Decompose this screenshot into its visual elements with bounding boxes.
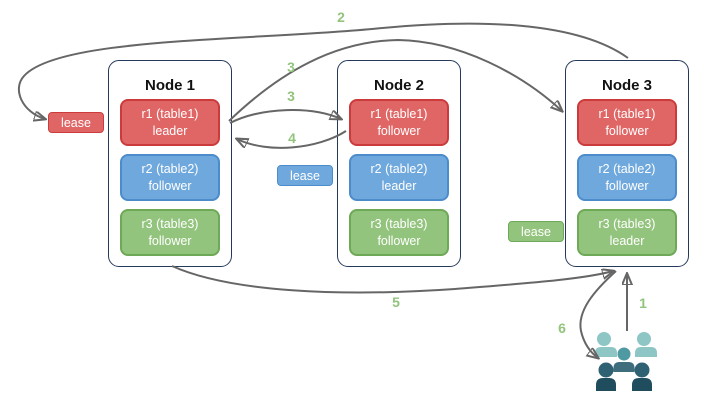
lease-badge-table1: lease xyxy=(48,112,104,133)
replica-role: follower xyxy=(605,178,649,193)
replica-name: r3 (table3) xyxy=(141,217,199,231)
replica-role: leader xyxy=(609,233,645,248)
node-1-replica-r3: r3 (table3) follower xyxy=(120,209,220,256)
step-label-2: 2 xyxy=(337,9,345,25)
replica-role: follower xyxy=(148,178,192,193)
replica-role: leader xyxy=(381,178,417,193)
node-2-replica-r1: r1 (table1) follower xyxy=(349,99,449,146)
node-2-title: Node 2 xyxy=(373,77,424,94)
node-2-replica-r3: r3 (table3) follower xyxy=(349,209,449,256)
node-3: Node 3 r1 (table1) follower r2 (table2) … xyxy=(565,60,689,267)
node-1-title: Node 1 xyxy=(144,77,195,94)
users-group-icon xyxy=(595,332,657,391)
node-3-replica-r1: r1 (table1) follower xyxy=(577,99,677,146)
node-1-replica-r1: r1 (table1) leader xyxy=(120,99,220,146)
node-3-replica-r2: r2 (table2) follower xyxy=(577,154,677,201)
lease-badge-table3: lease xyxy=(508,221,564,242)
replica-name: r2 (table2) xyxy=(370,162,428,176)
node-2: Node 2 r1 (table1) follower r2 (table2) … xyxy=(337,60,461,267)
replica-role: follower xyxy=(377,123,421,138)
replica-role: leader xyxy=(152,123,188,138)
replica-role: follower xyxy=(148,233,192,248)
replica-role: follower xyxy=(605,123,649,138)
node-1: Node 1 r1 (table1) leader r2 (table2) fo… xyxy=(108,60,232,267)
step-label-5: 5 xyxy=(392,294,400,310)
replica-name: r1 (table1) xyxy=(598,107,656,121)
step-label-3b: 3 xyxy=(287,88,295,104)
replica-role: follower xyxy=(377,233,421,248)
node-2-replica-r2: r2 (table2) leader xyxy=(349,154,449,201)
step-label-4: 4 xyxy=(288,130,296,146)
replica-name: r2 (table2) xyxy=(141,162,199,176)
arrow-step-5 xyxy=(171,265,613,294)
replica-name: r2 (table2) xyxy=(598,162,656,176)
replica-name: r3 (table3) xyxy=(370,217,428,231)
step-label-6: 6 xyxy=(558,320,566,336)
replica-name: r3 (table3) xyxy=(598,217,656,231)
node-3-title: Node 3 xyxy=(601,77,652,94)
node-3-replica-r3: r3 (table3) leader xyxy=(577,209,677,256)
step-label-3a: 3 xyxy=(287,59,295,75)
replica-name: r1 (table1) xyxy=(141,107,199,121)
node-1-replica-r2: r2 (table2) follower xyxy=(120,154,220,201)
lease-badge-table2: lease xyxy=(277,165,333,186)
replica-name: r1 (table1) xyxy=(370,107,428,121)
arrow-step-3-to-node2 xyxy=(229,109,341,124)
step-label-1: 1 xyxy=(639,295,647,311)
